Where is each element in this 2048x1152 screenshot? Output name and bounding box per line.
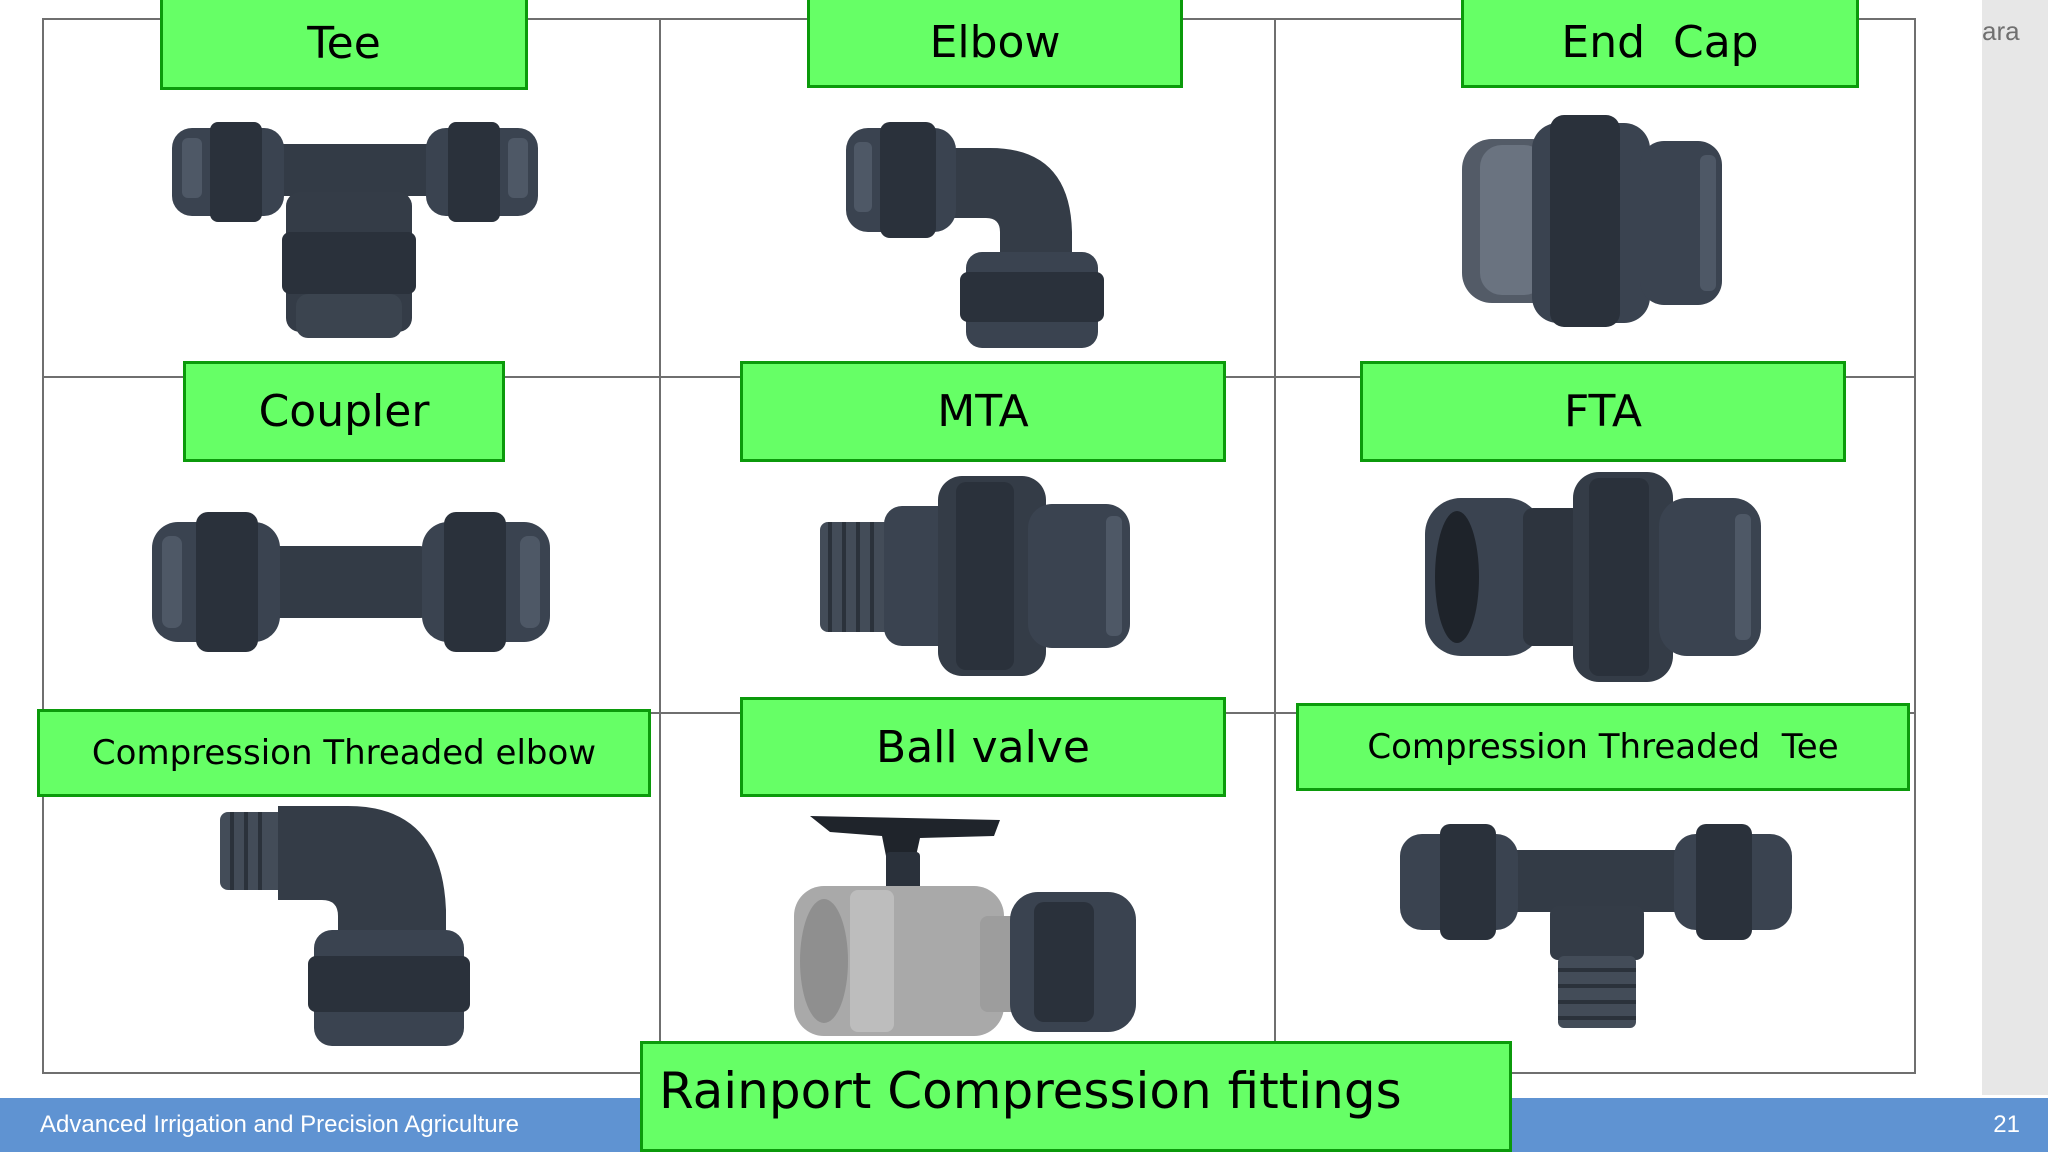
ball-valve-icon [794, 816, 1136, 1036]
label-ball-valve: Ball valve [740, 697, 1226, 797]
elbow-fitting-icon [846, 122, 1104, 348]
table-divider [659, 20, 661, 1072]
label-mta: MTA [740, 361, 1226, 462]
male-threaded-adapter-icon [820, 476, 1130, 676]
label-compression-threaded-tee: Compression Threaded Tee [1296, 703, 1910, 791]
label-fta: FTA [1360, 361, 1846, 462]
label-elbow: Elbow [807, 0, 1183, 88]
compression-threaded-elbow-icon [220, 806, 470, 1046]
compression-threaded-tee-icon [1400, 824, 1792, 1028]
side-panel [1982, 0, 2048, 1095]
label-compression-threaded-elbow: Compression Threaded elbow [37, 709, 651, 797]
corner-text: ara [1982, 16, 2020, 46]
slide-title: Rainport Compression fittings [640, 1041, 1512, 1152]
female-threaded-adapter-icon [1425, 472, 1761, 682]
label-end-cap: End Cap [1461, 0, 1859, 88]
label-coupler: Coupler [183, 361, 505, 462]
table-divider [1274, 20, 1276, 1072]
footer-text: Advanced Irrigation and Precision Agricu… [40, 1111, 519, 1138]
end-cap-fitting-icon [1462, 115, 1722, 327]
tee-fitting-icon [172, 122, 538, 338]
slide: Tee Elbow End Cap Coupler MTA FTA Compre… [37, 0, 1916, 1074]
coupler-fitting-icon [152, 512, 550, 652]
label-tee: Tee [160, 0, 528, 90]
page-number: 21 [1993, 1111, 2020, 1138]
